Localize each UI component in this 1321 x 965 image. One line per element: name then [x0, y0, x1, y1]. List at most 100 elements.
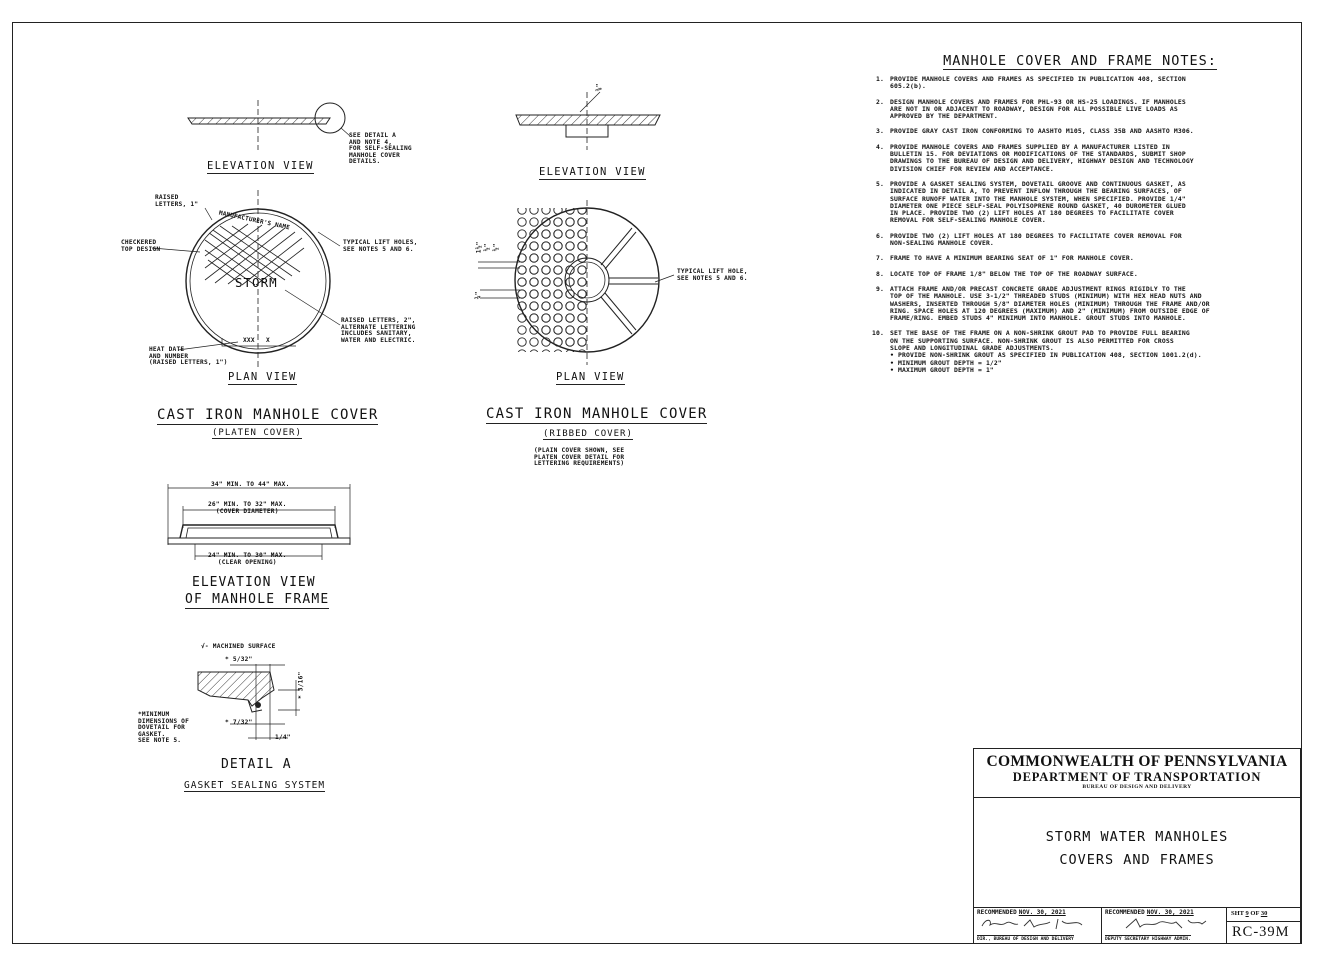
note-text: ATTACH FRAME AND/OR PRECAST CONCRETE GRA… — [890, 284, 1210, 323]
note-text: SET THE BASE OF THE FRAME ON A NON-SHRIN… — [890, 329, 1202, 374]
signature-1 — [981, 918, 1083, 930]
detail-a-drawing — [197, 664, 300, 740]
sheet-label: SHT — [1231, 910, 1244, 917]
ribbed-dim-1: 1½" — [475, 241, 483, 254]
detail-dim-b: * 3/16" — [297, 671, 305, 700]
detail-dim-a: * 5/32" — [225, 656, 253, 663]
note-text: PROVIDE MANHOLE COVERS AND FRAMES AS SPE… — [890, 75, 1186, 91]
note-item: 8. LOCATE TOP OF FRAME 1/8" BELOW THE TOP… — [866, 269, 1286, 278]
rec1-title: DIR., BUREAU OF DESIGN AND DELIVERY — [977, 935, 1074, 942]
note-item: 10. SET THE BASE OF THE FRAME ON A NON-SH… — [866, 330, 1286, 374]
note-text: PROVIDE TWO (2) LIFT HOLES AT 180 DEGREE… — [890, 231, 1182, 248]
rec2-title: DEPUTY SECRETARY HIGHWAY ADMIN. — [1105, 935, 1191, 942]
detail-a-subtitle: GASKET SEALING SYSTEM — [184, 780, 326, 792]
note-number: 3. — [876, 127, 884, 136]
drawing-title-2: COVERS AND FRAMES — [1059, 852, 1215, 868]
sheet-of: OF — [1250, 910, 1260, 917]
note-text: PROVIDE GRAY CAST IRON CONFORMING TO AAS… — [890, 127, 1194, 136]
frame-dim-outer: 34" MIN. TO 44" MAX. — [211, 481, 290, 488]
title-block: COMMONWEALTH OF PENNSYLVANIA DEPARTMENT … — [973, 748, 1302, 944]
checkered-top-design — [204, 223, 305, 286]
frame-elevation — [167, 484, 351, 560]
frame-title-2: OF MANHOLE FRAME — [185, 592, 330, 609]
frame-dim-clear: 24" MIN. TO 30" MAX. (CLEAR OPENING) — [208, 552, 287, 566]
platen-elevation-title: ELEVATION VIEW — [207, 160, 314, 174]
checkered-label: CHECKERED TOP DESIGN — [121, 239, 161, 253]
raised-letters-1-label: RAISED LETTERS, 1" — [155, 194, 199, 208]
department-name: DEPARTMENT OF TRANSPORTATION — [1012, 770, 1262, 784]
note-number: 9. — [876, 284, 884, 293]
sheet-total: 30 — [1260, 910, 1268, 917]
rec1-label: RECOMMENDED — [977, 909, 1017, 916]
note-number: 10. — [872, 329, 884, 338]
detail-dim-c: * 7/32" — [225, 719, 253, 726]
sheet-number: SHT 9 OF 30 — [1231, 910, 1267, 917]
rec2-label: RECOMMENDED — [1105, 909, 1145, 916]
drawing-title-box: STORM WATER MANHOLES COVERS AND FRAMES — [974, 797, 1300, 908]
detail-dim-d: 1/4" — [275, 734, 291, 741]
note-item: 3. PROVIDE GRAY CAST IRON CONFORMING TO A… — [866, 127, 1286, 136]
platen-plan-title: PLAN VIEW — [228, 371, 297, 385]
note-item: 5.PROVIDE A GASKET SEALING SYSTEM, DOVET… — [866, 179, 1286, 225]
notes-title: MANHOLE COVER AND FRAME NOTES: — [943, 53, 1217, 70]
rec1-date: NOV. 30, 2021 — [1018, 909, 1066, 916]
see-detail-note: SEE DETAIL A AND NOTE 4, FOR SELF-SEALIN… — [349, 132, 412, 166]
agency-name: COMMONWEALTH OF PENNSYLVANIA — [986, 753, 1288, 770]
heat-date-label: HEAT DATE AND NUMBER (RAISED LETTERS, 1"… — [149, 346, 228, 367]
notes-block: MANHOLE COVER AND FRAME NOTES: 1. PROVIDE… — [866, 53, 1286, 382]
ribbed-cover-title: CAST IRON MANHOLE COVER — [486, 406, 708, 424]
note-text: PROVIDE MANHOLE COVERS AND FRAMES SUPPLI… — [890, 142, 1194, 173]
note-text: DESIGN MANHOLE COVERS AND FRAMES FOR PHL… — [890, 97, 1186, 121]
machined-surface-label: √- MACHINED SURFACE — [201, 643, 276, 650]
bureau-name: BUREAU OF DESIGN AND DELIVERY — [1082, 784, 1192, 790]
platen-plan — [151, 190, 341, 370]
ribbed-lift-hole-label: TYPICAL LIFT HOLE, SEE NOTES 5 AND 6. — [677, 268, 748, 282]
ribbed-dim-top: ⅜" — [595, 83, 603, 92]
title-block-header: COMMONWEALTH OF PENNSYLVANIA DEPARTMENT … — [974, 749, 1300, 798]
note-number: 7. — [876, 254, 884, 263]
note-item: 7.FRAME TO HAVE A MINIMUM BEARING SEAT O… — [866, 254, 1286, 263]
note-text: LOCATE TOP OF FRAME 1/8" BELOW THE TOP O… — [890, 269, 1138, 278]
note-item: 6. PROVIDE TWO (2) LIFT HOLES AT 180 DEGR… — [866, 231, 1286, 248]
frame-dim-cover: 26" MIN. TO 32" MAX. (COVER DIAMETER) — [208, 501, 287, 515]
ribbed-dim-2: ½" — [483, 243, 491, 252]
rec2-date: NOV. 30, 2021 — [1146, 909, 1194, 916]
note-item: 1. PROVIDE MANHOLE COVERS AND FRAMES AS S… — [866, 75, 1286, 91]
note-number: 4. — [876, 142, 884, 151]
drawing-code: RC-39M — [1232, 924, 1290, 940]
note-item: 4. PROVIDE MANHOLE COVERS AND FRAMES SUPP… — [866, 142, 1286, 173]
note-item: 2.DESIGN MANHOLE COVERS AND FRAMES FOR P… — [866, 97, 1286, 121]
heat-date-x: X — [266, 337, 270, 344]
ribbed-dim-4: ¾" — [474, 291, 482, 300]
ribbed-plan — [478, 200, 675, 365]
platen-lift-holes-label: TYPICAL LIFT HOLES, SEE NOTES 5 AND 6. — [343, 239, 418, 253]
heat-date-xxx: XXX — [243, 337, 255, 344]
detail-a-title: DETAIL A — [221, 757, 292, 772]
ribbed-plan-title: PLAN VIEW — [556, 371, 625, 385]
drawing-sheet — [12, 22, 1302, 944]
drawing-title-1: STORM WATER MANHOLES — [1045, 829, 1229, 845]
ribbed-cover-note: (PLAIN COVER SHOWN, SEE PLATEN COVER DET… — [534, 447, 625, 468]
note-number: 6. — [876, 231, 884, 240]
notes-list: 1. PROVIDE MANHOLE COVERS AND FRAMES AS S… — [866, 75, 1286, 374]
ribbed-dim-3: ½" — [492, 243, 500, 252]
ribbed-cover-subtitle: (RIBBED COVER) — [543, 429, 633, 440]
frame-title-1: ELEVATION VIEW — [192, 575, 316, 590]
signature-2 — [1125, 918, 1207, 929]
note-number: 8. — [876, 269, 884, 278]
ribbed-elevation — [515, 91, 661, 150]
sheet-divider — [1227, 921, 1302, 922]
sheet-current: 9 — [1245, 910, 1249, 917]
note-number: 5. — [876, 179, 884, 188]
platen-elevation — [187, 100, 351, 150]
platen-cover-subtitle: (PLATEN COVER) — [212, 428, 302, 439]
note-item: 9. ATTACH FRAME AND/OR PRECAST CONCRETE G… — [866, 284, 1286, 323]
note-number: 1. — [876, 75, 884, 83]
storm-lettering: STORM — [235, 275, 278, 290]
ribbed-elevation-title: ELEVATION VIEW — [539, 166, 646, 180]
raised-letters-2-label: RAISED LETTERS, 2", ALTERNATE LETTERING … — [341, 317, 416, 344]
